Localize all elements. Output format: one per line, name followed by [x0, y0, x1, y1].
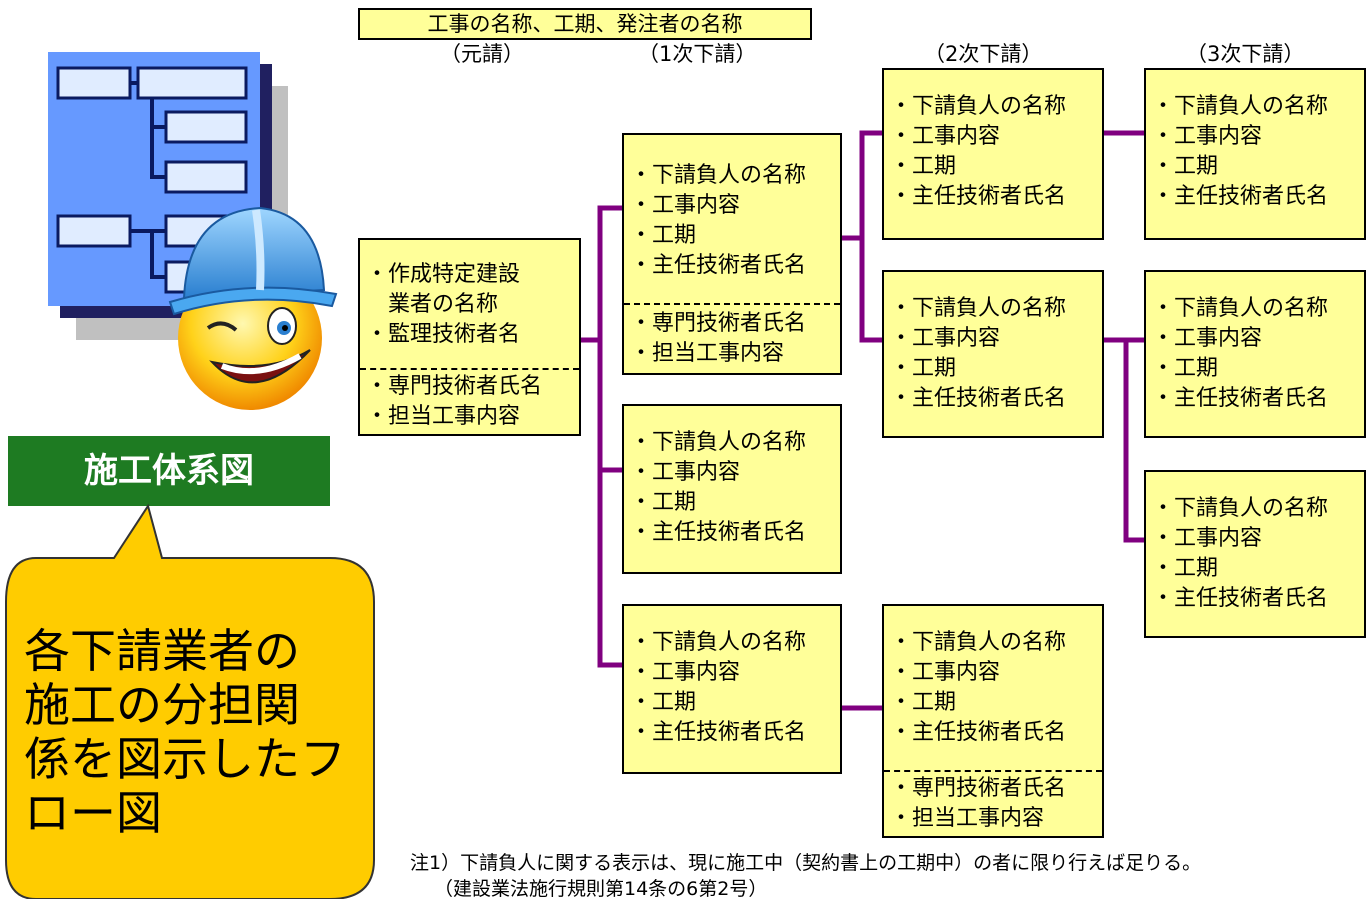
- node-sub2-c: ・下請負人の名称 ・工事内容 ・工期 ・主任技術者氏名 ・専門技術者氏名 ・担当…: [882, 604, 1104, 838]
- header-sub3: （3次下請）: [1186, 42, 1305, 66]
- node-line: ・工事内容: [890, 124, 1001, 149]
- node-line: ・工事内容: [890, 326, 1001, 351]
- node-sub2-a: ・下請負人の名称 ・工事内容 ・工期 ・主任技術者氏名: [882, 68, 1104, 240]
- bubble-line: ロー図: [24, 786, 162, 840]
- node-line: ・下請負人の名称: [890, 296, 1067, 321]
- node-line: ・主任技術者氏名: [630, 720, 807, 745]
- node-line: ・専門技術者氏名: [366, 374, 543, 399]
- node-line: ・下請負人の名称: [1152, 296, 1329, 321]
- node-line: ・工期: [1152, 556, 1219, 581]
- smiley-helmet-icon: [168, 206, 338, 410]
- node-line: ・下請負人の名称: [630, 163, 807, 188]
- node-line: ・工事内容: [1152, 526, 1263, 551]
- node-sub1-a: ・下請負人の名称 ・工事内容 ・工期 ・主任技術者氏名 ・専門技術者氏名 ・担当…: [622, 133, 842, 375]
- node-line: ・工事内容: [890, 660, 1001, 685]
- diagram-title: 工事の名称、工期、発注者の名称: [358, 8, 812, 40]
- node-sub1-c: ・下請負人の名称 ・工事内容 ・工期 ・主任技術者氏名: [622, 604, 842, 774]
- node-sub3-a: ・下請負人の名称 ・工事内容 ・工期 ・主任技術者氏名: [1144, 68, 1366, 240]
- node-line: ・担当工事内容: [890, 806, 1045, 831]
- node-line: ・下請負人の名称: [630, 430, 807, 455]
- node-line: ・専門技術者氏名: [890, 776, 1067, 801]
- node-line: ・下請負人の名称: [630, 630, 807, 655]
- footnote: 注1）下請負人に関する表示は、現に施工中（契約書上の工期中）の者に限り行えば足り…: [410, 852, 1202, 874]
- node-line: ・工期: [1152, 356, 1219, 381]
- node-line: ・主任技術者氏名: [890, 184, 1067, 209]
- node-line: ・主任技術者氏名: [1152, 184, 1329, 209]
- node-line: ・専門技術者氏名: [630, 311, 807, 336]
- footnote-reference: （建設業法施行規則第14条の6第2号）: [434, 878, 768, 900]
- node-line: ・工事内容: [630, 660, 741, 685]
- node-line: ・工期: [890, 356, 957, 381]
- bubble-line: 各下請業者の: [24, 624, 300, 678]
- node-line: ・主任技術者氏名: [630, 253, 807, 278]
- node-sub1-b: ・下請負人の名称 ・工事内容 ・工期 ・主任技術者氏名: [622, 404, 842, 574]
- node-sub3-c: ・下請負人の名称 ・工事内容 ・工期 ・主任技術者氏名: [1144, 470, 1366, 638]
- node-line: ・工事内容: [1152, 326, 1263, 351]
- header-prime: （元請）: [440, 42, 524, 66]
- node-line: ・作成特定建設: [366, 262, 521, 287]
- connector-sub2b-sub3: [1101, 337, 1147, 543]
- node-line: ・下請負人の名称: [890, 630, 1067, 655]
- node-line: ・主任技術者氏名: [630, 520, 807, 545]
- node-line: ・主任技術者氏名: [890, 386, 1067, 411]
- header-sub1: （1次下請）: [638, 42, 757, 66]
- node-line: ・下請負人の名称: [890, 94, 1067, 119]
- connector-sub1a-sub2: [839, 130, 885, 343]
- bubble-line: 施工の分担関: [24, 678, 300, 732]
- node-line: ・監理技術者名: [366, 322, 521, 347]
- node-line: ・担当工事内容: [630, 341, 785, 366]
- node-line: ・工期: [630, 490, 697, 515]
- node-line: ・工期: [630, 223, 697, 248]
- node-line: ・工期: [1152, 154, 1219, 179]
- node-line: ・工事内容: [630, 460, 741, 485]
- node-line: ・工事内容: [1152, 124, 1263, 149]
- connector-prime-sub1: [578, 205, 625, 668]
- node-line: ・担当工事内容: [366, 404, 521, 429]
- node-line: ・工期: [630, 690, 697, 715]
- node-line: ・工事内容: [630, 193, 741, 218]
- node-prime: ・作成特定建設 業者の名称 ・監理技術者名 ・専門技術者氏名 ・担当工事内容: [358, 238, 581, 436]
- node-line: 業者の名称: [366, 292, 499, 317]
- header-sub2: （2次下請）: [924, 42, 1043, 66]
- node-line: ・主任技術者氏名: [890, 720, 1067, 745]
- node-sub2-b: ・下請負人の名称 ・工事内容 ・工期 ・主任技術者氏名: [882, 270, 1104, 438]
- bubble-text: 各下請業者の 施工の分担関 係を図示したフ ロー図: [24, 624, 346, 840]
- node-line: ・主任技術者氏名: [1152, 586, 1329, 611]
- bubble-line: 係を図示したフ: [24, 732, 346, 786]
- node-line: ・下請負人の名称: [1152, 94, 1329, 119]
- node-line: ・工期: [890, 690, 957, 715]
- node-line: ・下請負人の名称: [1152, 496, 1329, 521]
- node-sub3-b: ・下請負人の名称 ・工事内容 ・工期 ・主任技術者氏名: [1144, 270, 1366, 438]
- node-line: ・工期: [890, 154, 957, 179]
- node-line: ・主任技術者氏名: [1152, 386, 1329, 411]
- system-diagram-label: 施工体系図: [8, 436, 330, 506]
